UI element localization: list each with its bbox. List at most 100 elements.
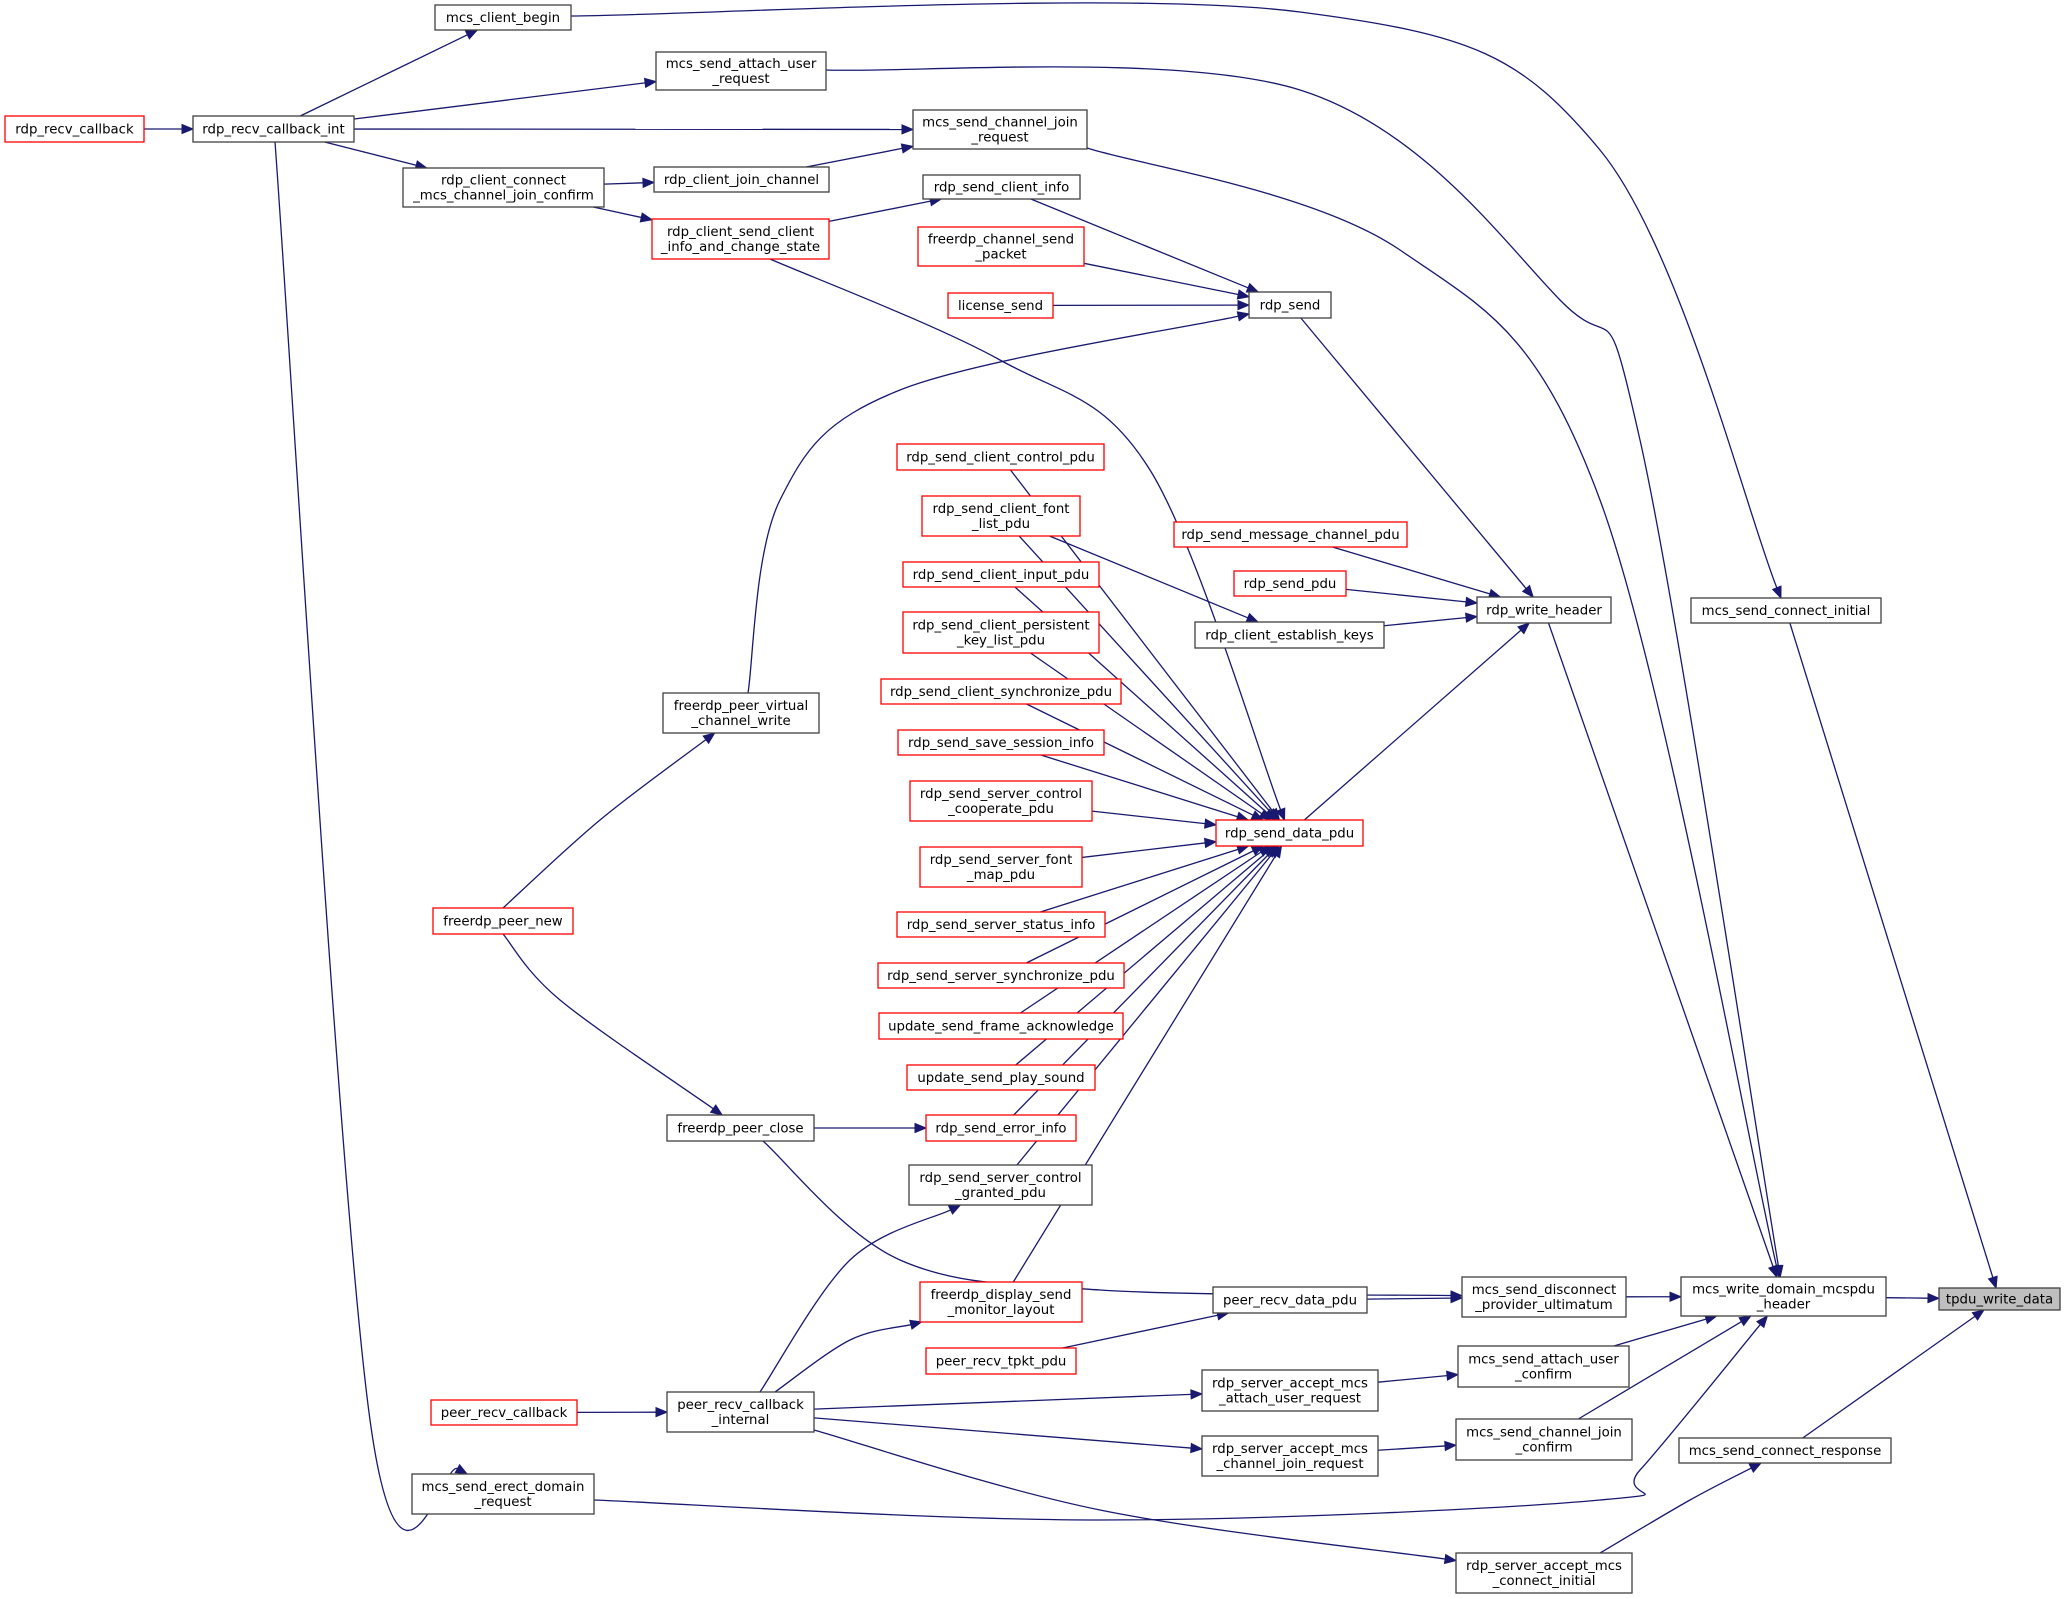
function-node[interactable]: peer_recv_callback [430, 1399, 578, 1426]
function-node[interactable]: rdp_send_server_control_cooperate_pdu [909, 780, 1093, 822]
function-node[interactable]: rdp_recv_callback_int [192, 115, 355, 143]
function-node[interactable]: rdp_send_save_session_info [897, 729, 1105, 756]
node-box[interactable] [919, 846, 1083, 888]
node-box[interactable] [1194, 621, 1385, 649]
node-box[interactable] [917, 226, 1085, 267]
node-box[interactable] [4, 115, 145, 143]
node-box[interactable] [655, 51, 827, 91]
node-box[interactable] [430, 1399, 578, 1426]
function-node[interactable]: peer_recv_callback_internal [666, 1391, 815, 1433]
node-box[interactable] [909, 780, 1093, 822]
node-box[interactable] [1678, 1437, 1892, 1464]
function-node[interactable]: rdp_recv_callback [4, 115, 145, 143]
function-node[interactable]: update_send_frame_acknowledge [878, 1012, 1124, 1040]
node-box[interactable] [402, 167, 605, 208]
function-node[interactable]: freerdp_peer_virtual_channel_write [662, 692, 820, 734]
node-box[interactable] [1455, 1418, 1633, 1461]
function-node[interactable]: mcs_send_erect_domain_request [411, 1473, 595, 1515]
node-box[interactable] [947, 292, 1054, 319]
function-node[interactable]: rdp_client_establish_keys [1194, 621, 1385, 649]
node-box[interactable] [906, 1064, 1096, 1091]
node-box[interactable] [1455, 1552, 1633, 1594]
node-box[interactable] [1457, 1345, 1630, 1388]
node-box[interactable] [1680, 1276, 1887, 1317]
node-box[interactable] [877, 962, 1125, 989]
function-node[interactable]: rdp_send_server_control_granted_pdu [908, 1164, 1093, 1206]
node-box[interactable] [1476, 596, 1612, 624]
function-node[interactable]: rdp_send_client_control_pdu [896, 443, 1105, 471]
function-node[interactable]: mcs_send_disconnect_provider_ultimatum [1461, 1276, 1627, 1318]
function-node[interactable]: rdp_server_accept_mcs_connect_initial [1455, 1552, 1633, 1594]
function-node[interactable]: mcs_send_connect_response [1678, 1437, 1892, 1464]
function-node[interactable]: rdp_send_message_channel_pdu [1173, 521, 1408, 548]
root-node[interactable]: tpdu_write_data [1938, 1287, 2061, 1311]
node-box[interactable] [1201, 1369, 1379, 1412]
node-box[interactable] [1248, 291, 1332, 319]
function-node[interactable]: rdp_send_client_persistent_key_list_pdu [902, 611, 1100, 654]
function-node[interactable]: freerdp_peer_close [666, 1114, 815, 1142]
function-node[interactable]: mcs_send_attach_user_request [655, 51, 827, 91]
node-box[interactable] [878, 1012, 1124, 1040]
function-node[interactable]: rdp_client_connect_mcs_channel_join_conf… [402, 167, 605, 208]
function-node[interactable]: rdp_send_client_synchronize_pdu [880, 678, 1122, 705]
node-box[interactable] [411, 1473, 595, 1515]
function-node[interactable]: update_send_play_sound [906, 1064, 1096, 1091]
node-box[interactable] [192, 115, 355, 143]
function-node[interactable]: rdp_send_data_pdu [1215, 819, 1364, 847]
function-node[interactable]: rdp_send [1248, 291, 1332, 319]
node-box[interactable] [912, 109, 1088, 150]
function-node[interactable]: mcs_send_channel_join_confirm [1455, 1418, 1633, 1461]
function-node[interactable]: peer_recv_tpkt_pdu [925, 1347, 1077, 1375]
node-box[interactable] [1690, 597, 1882, 624]
node-box[interactable] [1461, 1276, 1627, 1318]
function-node[interactable]: freerdp_channel_send_packet [917, 226, 1085, 267]
node-box[interactable] [1215, 819, 1364, 847]
node-box[interactable] [902, 611, 1100, 654]
function-node[interactable]: rdp_write_header [1476, 596, 1612, 624]
node-box[interactable] [925, 1347, 1077, 1375]
node-box[interactable] [666, 1114, 815, 1142]
node-box[interactable] [434, 4, 572, 31]
node-box[interactable] [1201, 1435, 1379, 1477]
node-box[interactable] [651, 218, 830, 260]
node-box[interactable] [919, 1281, 1083, 1323]
node-box[interactable] [1173, 521, 1408, 548]
function-node[interactable]: freerdp_display_send_monitor_layout [919, 1281, 1083, 1323]
function-node[interactable]: rdp_send_client_font_list_pdu [921, 495, 1081, 537]
function-node[interactable]: rdp_client_join_channel [653, 166, 830, 193]
node-box[interactable] [896, 911, 1106, 938]
function-node[interactable]: mcs_send_channel_join_request [912, 109, 1088, 150]
function-node[interactable]: rdp_send_server_status_info [896, 911, 1106, 938]
function-node[interactable]: mcs_write_domain_mcspdu_header [1680, 1276, 1887, 1317]
function-node[interactable]: rdp_send_server_font_map_pdu [919, 846, 1083, 888]
node-box[interactable] [925, 1114, 1077, 1142]
function-node[interactable]: rdp_server_accept_mcs_attach_user_reques… [1201, 1369, 1379, 1412]
node-box[interactable] [653, 166, 830, 193]
node-box[interactable] [902, 561, 1100, 588]
node-box[interactable] [896, 443, 1105, 471]
node-box[interactable] [897, 729, 1105, 756]
function-node[interactable]: license_send [947, 292, 1054, 319]
node-box[interactable] [1938, 1287, 2061, 1311]
node-box[interactable] [922, 174, 1081, 200]
function-node[interactable]: rdp_send_client_input_pdu [902, 561, 1100, 588]
function-node[interactable]: rdp_send_client_info [922, 174, 1081, 200]
function-node[interactable]: rdp_server_accept_mcs_channel_join_reque… [1201, 1435, 1379, 1477]
function-node[interactable]: mcs_client_begin [434, 4, 572, 31]
node-box[interactable] [921, 495, 1081, 537]
function-node[interactable]: peer_recv_data_pdu [1212, 1286, 1368, 1314]
node-box[interactable] [1233, 570, 1347, 597]
node-box[interactable] [432, 907, 574, 935]
function-node[interactable]: rdp_client_send_client_info_and_change_s… [651, 218, 830, 260]
node-box[interactable] [1212, 1286, 1368, 1314]
function-node[interactable]: rdp_send_server_synchronize_pdu [877, 962, 1125, 989]
function-node[interactable]: mcs_send_connect_initial [1690, 597, 1882, 624]
node-box[interactable] [908, 1164, 1093, 1206]
function-node[interactable]: rdp_send_error_info [925, 1114, 1077, 1142]
function-node[interactable]: mcs_send_attach_user_confirm [1457, 1345, 1630, 1388]
node-box[interactable] [880, 678, 1122, 705]
function-node[interactable]: freerdp_peer_new [432, 907, 574, 935]
node-box[interactable] [662, 692, 820, 734]
function-node[interactable]: rdp_send_pdu [1233, 570, 1347, 597]
node-box[interactable] [666, 1391, 815, 1433]
